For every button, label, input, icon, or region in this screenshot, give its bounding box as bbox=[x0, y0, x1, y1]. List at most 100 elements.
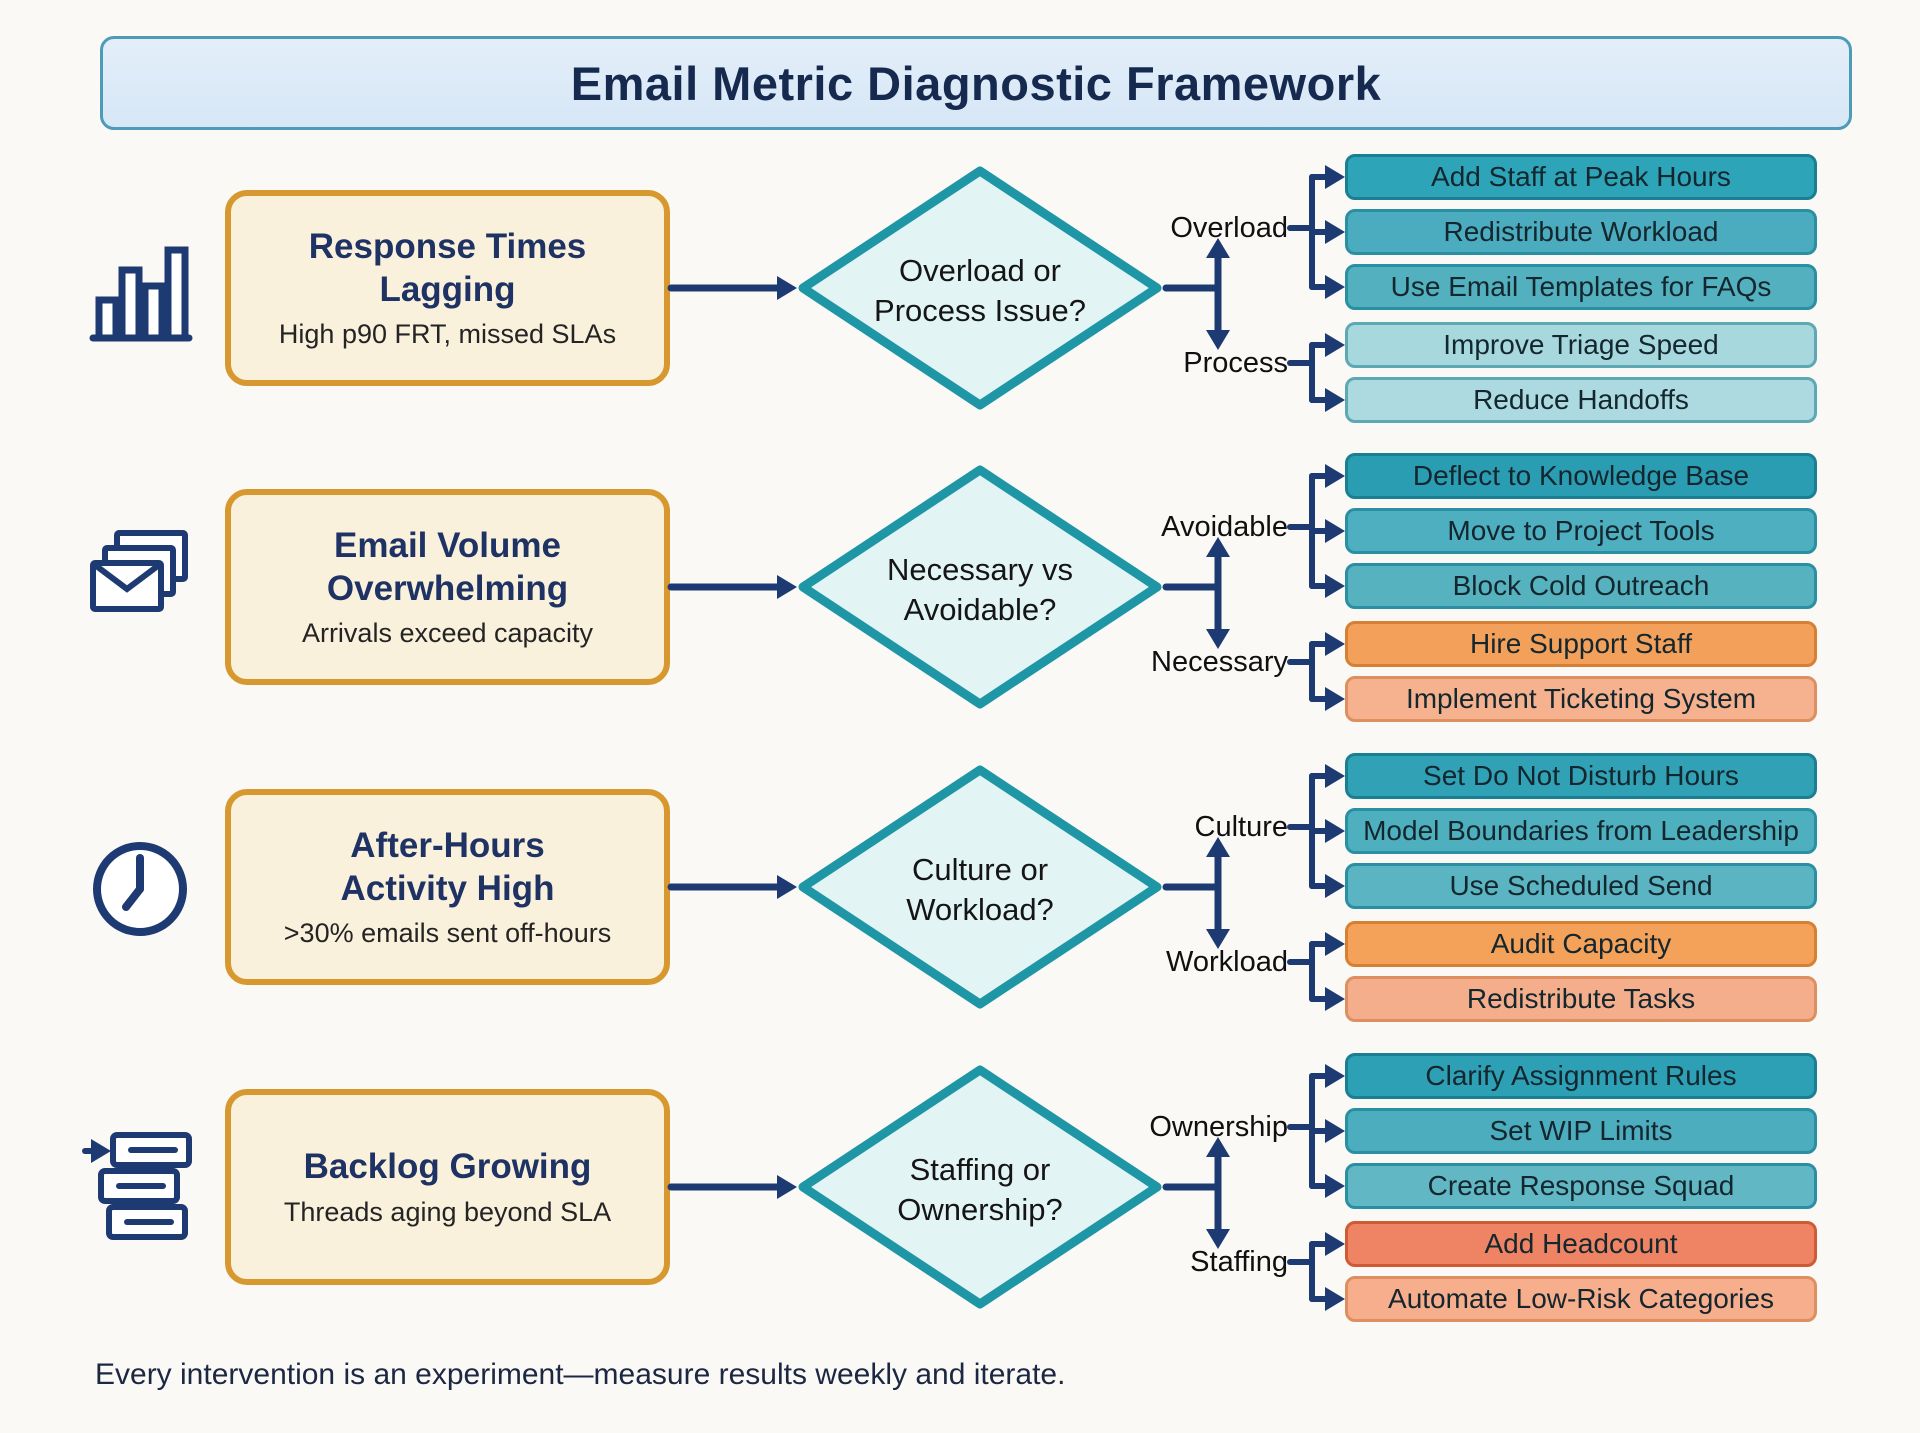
icon-shape bbox=[141, 282, 166, 342]
arrowhead bbox=[1325, 519, 1345, 543]
arrowhead bbox=[91, 1139, 111, 1163]
decision-question-line1: Culture or bbox=[912, 852, 1048, 887]
branch-label-top: Ownership bbox=[1149, 1111, 1288, 1143]
diagram-title: Email Metric Diagnostic Framework bbox=[100, 36, 1852, 130]
arrowhead bbox=[777, 875, 797, 899]
action-pill: Block Cold Outreach bbox=[1345, 563, 1817, 609]
action-pill: Use Scheduled Send bbox=[1345, 863, 1817, 909]
branch-bracket bbox=[1287, 165, 1345, 299]
action-pill: Create Response Squad bbox=[1345, 1163, 1817, 1209]
card-to-diamond-arrow bbox=[667, 575, 797, 599]
branch-split-arrows bbox=[1162, 837, 1230, 949]
footer-note: Every intervention is an experiment—meas… bbox=[95, 1358, 1066, 1391]
connector-line bbox=[122, 885, 144, 911]
decision-question-line1: Staffing or bbox=[910, 1152, 1051, 1187]
decision-diamond-shape bbox=[798, 1065, 1162, 1309]
decision-diamond: Staffing or Ownership? bbox=[798, 1065, 1162, 1309]
decision-question-line2: Avoidable? bbox=[904, 592, 1057, 627]
decision-question-line2: Ownership? bbox=[897, 1192, 1062, 1227]
branch-split-arrows bbox=[1162, 238, 1230, 350]
arrowhead bbox=[1325, 819, 1345, 843]
backlog-icon bbox=[82, 1132, 192, 1240]
problem-subtitle: >30% emails sent off-hours bbox=[283, 918, 612, 949]
arrowhead bbox=[1325, 764, 1345, 788]
problem-subtitle: Arrivals exceed capacity bbox=[301, 618, 594, 649]
card-to-diamond-arrow bbox=[667, 875, 797, 899]
action-pill: Deflect to Knowledge Base bbox=[1345, 453, 1817, 499]
decision-diamond-shape bbox=[798, 765, 1162, 1009]
arrowhead bbox=[1325, 1119, 1345, 1143]
action-pill: Redistribute Workload bbox=[1345, 209, 1817, 255]
arrowhead bbox=[1325, 165, 1345, 189]
action-pill: Audit Capacity bbox=[1345, 921, 1817, 967]
arrowhead bbox=[777, 276, 797, 300]
arrowhead bbox=[1206, 837, 1230, 857]
envelopes-icon bbox=[90, 530, 188, 612]
branch-bracket bbox=[1287, 764, 1345, 898]
arrowhead bbox=[1325, 388, 1345, 412]
icon-shape bbox=[95, 296, 120, 342]
envelope-flap bbox=[93, 562, 161, 593]
arrowhead bbox=[1325, 687, 1345, 711]
decision-question-line1: Necessary vs bbox=[887, 552, 1073, 587]
bar-chart-icon bbox=[89, 246, 193, 342]
branch-bracket bbox=[1287, 333, 1345, 412]
action-pill: Move to Project Tools bbox=[1345, 508, 1817, 554]
decision-question-line2: Workload? bbox=[906, 892, 1054, 927]
action-pill: Add Headcount bbox=[1345, 1221, 1817, 1267]
branch-split-arrows bbox=[1162, 1137, 1230, 1249]
action-pill: Use Email Templates for FAQs bbox=[1345, 264, 1817, 310]
action-pill: Set WIP Limits bbox=[1345, 1108, 1817, 1154]
problem-title: Response Times bbox=[308, 226, 587, 266]
decision-question-line1: Overload or bbox=[899, 253, 1061, 288]
diagram-title-text: Email Metric Diagnostic Framework bbox=[570, 56, 1382, 110]
arrowhead bbox=[1325, 1232, 1345, 1256]
arrowhead bbox=[1325, 1174, 1345, 1198]
branch-label-top: Avoidable bbox=[1161, 511, 1288, 543]
arrowhead bbox=[1206, 1229, 1230, 1249]
arrowhead bbox=[1206, 238, 1230, 258]
arrowhead bbox=[1325, 987, 1345, 1011]
branch-label-top: Overload bbox=[1170, 212, 1288, 244]
problem-subtitle: Threads aging beyond SLA bbox=[283, 1197, 612, 1227]
branch-bracket bbox=[1287, 1232, 1345, 1311]
action-pill: Automate Low-Risk Categories bbox=[1345, 1276, 1817, 1322]
decision-question-line2: Process Issue? bbox=[874, 293, 1086, 328]
arrowhead bbox=[1206, 629, 1230, 649]
problem-title: Activity High bbox=[340, 868, 555, 908]
action-pill: Set Do Not Disturb Hours bbox=[1345, 753, 1817, 799]
decision-diamond-shape bbox=[798, 465, 1162, 709]
arrowhead bbox=[1206, 330, 1230, 350]
branch-bracket bbox=[1287, 464, 1345, 598]
action-pill: Implement Ticketing System bbox=[1345, 676, 1817, 722]
branch-label-top: Culture bbox=[1194, 811, 1289, 843]
decision-diamond: Overload or Process Issue? bbox=[798, 166, 1162, 410]
arrowhead bbox=[1325, 1064, 1345, 1088]
arrowhead bbox=[1206, 1137, 1230, 1157]
problem-title: Email Volume bbox=[334, 525, 561, 565]
action-pill: Hire Support Staff bbox=[1345, 621, 1817, 667]
decision-diamond: Necessary vs Avoidable? bbox=[798, 465, 1162, 709]
action-pill: Add Staff at Peak Hours bbox=[1345, 154, 1817, 200]
branch-bracket bbox=[1287, 1064, 1345, 1198]
arrowhead bbox=[1325, 220, 1345, 244]
arrowhead bbox=[1325, 464, 1345, 488]
branch-label-bottom: Workload bbox=[1166, 946, 1288, 978]
branch-label-bottom: Necessary bbox=[1151, 646, 1288, 678]
action-pill: Model Boundaries from Leadership bbox=[1345, 808, 1817, 854]
icon-shape bbox=[118, 266, 143, 342]
card-to-diamond-arrow bbox=[667, 1175, 797, 1199]
branch-label-bottom: Process bbox=[1183, 347, 1288, 379]
arrowhead bbox=[1325, 1287, 1345, 1311]
action-pill: Reduce Handoffs bbox=[1345, 377, 1817, 423]
arrowhead bbox=[1325, 275, 1345, 299]
arrowhead bbox=[1325, 932, 1345, 956]
problem-title: After-Hours bbox=[350, 825, 545, 865]
